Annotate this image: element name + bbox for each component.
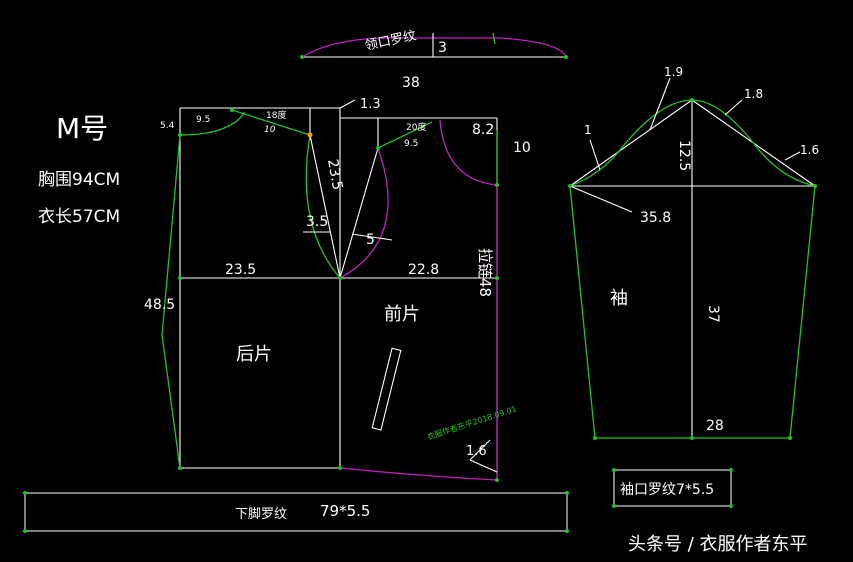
hem-label: 下脚罗纹 [235,506,287,522]
sleeve-28: 28 [706,418,724,434]
back-10: 10 [264,125,276,135]
front-armhole [339,147,389,279]
sleeve-35-8: 35.8 [640,210,671,226]
back-angle: 18度 [266,109,286,121]
front-label: 前片 [384,304,420,325]
back-armhole [305,134,341,279]
credit-watermark: 头条号 / 衣服作者东平 [628,534,808,555]
pocket [371,347,402,431]
sleeve-label: 袖 [610,288,628,309]
length-label: 衣长57CM [38,207,120,227]
front-piece: 20度 9.5 8.2 10 5 22.8 拉链48 1.6 前片 衣服作者东平… [338,108,531,482]
zipper-label: 拉链48 [476,248,494,297]
sleeve-1-6: 1.6 [800,143,819,157]
sleeve-1: 1 [584,123,592,137]
sleeve-12-5: 12.5 [676,140,692,171]
front-neckline [439,119,498,186]
sleeve-piece: 1.9 1.8 1 1.6 12.5 35.8 37 28 袖 [568,65,819,440]
back-23-5-diag: 23.5 [324,158,345,191]
collar-curve [301,37,567,58]
front-1-6: 1.6 [466,444,487,459]
collar-point [300,55,304,59]
front-hem [339,467,498,481]
back-9-5: 9.5 [196,115,210,125]
front-8-2: 8.2 [472,122,494,138]
back-48-5: 48.5 [144,297,175,313]
front-22-8: 22.8 [408,262,439,278]
front-angle: 20度 [406,121,426,133]
collar-height: 3 [438,40,447,56]
collar-label: 领口罗纹 [364,28,418,53]
cuff-rib: 袖口罗纹7*5.5 [612,468,733,508]
back-23-5: 23.5 [225,262,256,278]
collar-length: 38 [402,75,420,91]
front-5: 5 [366,232,375,248]
sleeve-1-8: 1.8 [744,87,763,101]
back-piece: 5.4 9.5 18度 10 1.3 23.5 3.5 23.5 48.5 后片 [144,97,381,470]
cuff-label: 袖口罗纹7*5.5 [620,482,714,498]
sleeve-37: 37 [705,305,721,323]
back-3-5: 3.5 [306,214,328,230]
back-shoulder [231,109,311,136]
hem-size: 79*5.5 [320,502,370,520]
back-5-4: 5.4 [160,121,175,131]
back-1-3: 1.3 [360,97,381,112]
shoulder-point [307,132,313,138]
bust-label: 胸围94CM [38,170,120,190]
size-label: M号 [56,112,108,145]
sleeve-1-9: 1.9 [664,65,683,79]
back-neckline [179,111,246,136]
collar-rib: 领口罗纹 3 38 [300,28,568,91]
collar-tick [492,32,496,45]
front-10: 10 [513,140,531,156]
back-label: 后片 [236,344,272,365]
hem-rib: 下脚罗纹 79*5.5 [23,491,569,533]
front-9-5: 9.5 [404,139,418,149]
front-shoulder [377,121,433,149]
collar-point [564,55,568,59]
watermark-small: 衣服作者东平2018.09.01 [426,403,518,442]
